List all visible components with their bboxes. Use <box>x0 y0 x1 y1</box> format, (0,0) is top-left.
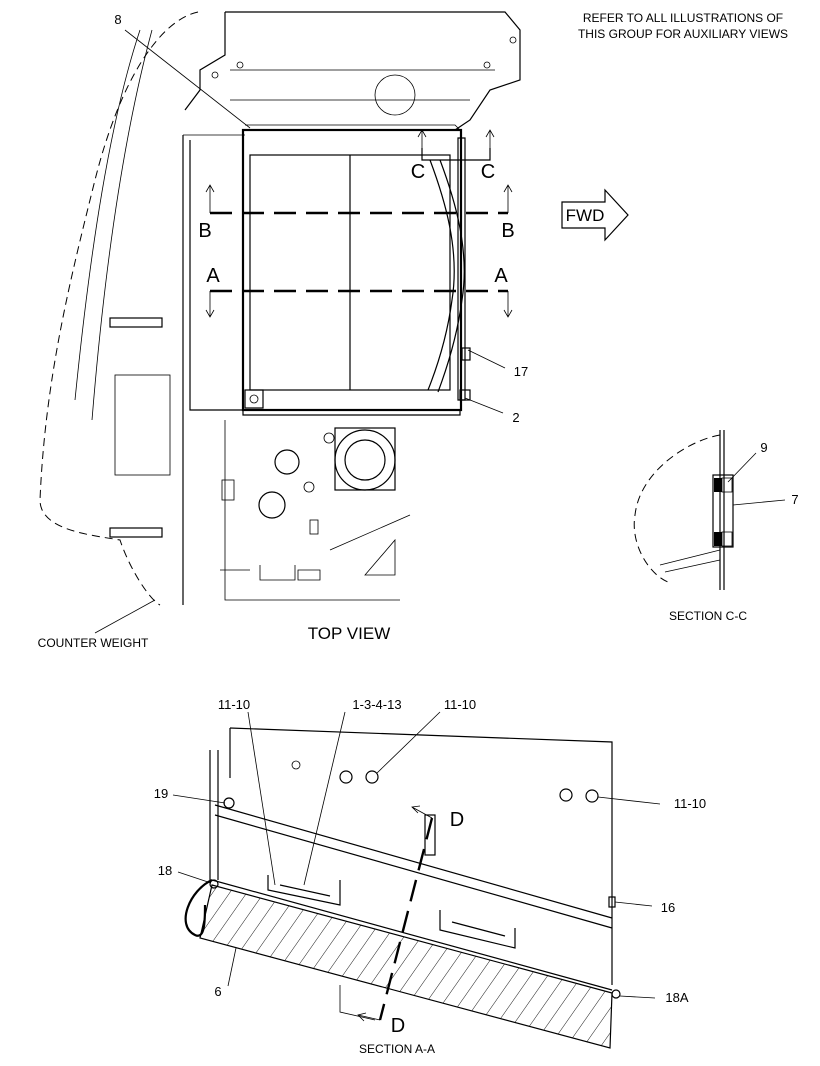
leader-line-16 <box>614 901 653 907</box>
callout-11-10-left: 11-10 <box>218 697 250 712</box>
section-mark-b-right: B <box>501 220 514 242</box>
counter-weight-label: COUNTER WEIGHT <box>38 636 149 650</box>
leader-line-7 <box>732 499 786 506</box>
section-cc-drawing <box>633 430 734 590</box>
callout-7: 7 <box>791 492 798 507</box>
callout-1-3-4-13: 1-3-4-13 <box>352 697 401 712</box>
leader-line-18 <box>177 871 212 884</box>
section-mark-c-right: C <box>481 161 495 183</box>
callout-18: 18 <box>158 863 172 878</box>
section-mark-d-lower: D <box>391 1015 405 1037</box>
leader-line-18a <box>619 995 656 999</box>
top-view-title: TOP VIEW <box>308 624 391 643</box>
leader-line-17 <box>467 349 506 369</box>
callout-6: 6 <box>214 984 221 999</box>
section-cc-title: SECTION C-C <box>669 609 747 623</box>
section-mark-a-right: A <box>494 265 508 287</box>
leader-line-1-3-4-13 <box>303 711 346 886</box>
leader-line-6 <box>227 947 237 987</box>
callout-9: 9 <box>760 440 767 455</box>
callout-2: 2 <box>512 410 519 425</box>
leader-line-11-10-right <box>597 796 661 805</box>
leader-line-11-10-left <box>247 711 276 886</box>
section-cut-lines <box>205 129 513 318</box>
callout-16: 16 <box>661 900 675 915</box>
callout-17: 17 <box>514 364 528 379</box>
callout-11-10-right: 11-10 <box>674 796 706 811</box>
callout-19: 19 <box>154 786 168 801</box>
top-view-drawing <box>39 11 521 606</box>
leader-line-2 <box>464 397 504 414</box>
section-mark-c-left: C <box>411 161 425 183</box>
section-mark-d-upper: D <box>450 809 464 831</box>
refer-note-line-1: REFER TO ALL ILLUSTRATIONS OF <box>583 11 783 25</box>
callout-8: 8 <box>114 12 121 27</box>
fwd-label: FWD <box>566 206 605 225</box>
leader-line-9 <box>727 452 757 483</box>
leader-line-11-10-mid <box>376 711 441 774</box>
leader-line-counter-weight <box>94 599 156 634</box>
section-mark-a-left: A <box>206 265 220 287</box>
callout-18a: 18A <box>665 990 688 1005</box>
section-mark-b-left: B <box>198 220 211 242</box>
refer-note-line-2: THIS GROUP FOR AUXILIARY VIEWS <box>578 27 788 41</box>
forward-arrow-icon <box>561 188 629 242</box>
section-aa-title: SECTION A-A <box>359 1042 435 1056</box>
callout-11-10-mid: 11-10 <box>444 697 476 712</box>
leader-line-19 <box>172 794 226 804</box>
leader-line-8 <box>124 29 251 129</box>
section-aa-drawing <box>184 727 621 1049</box>
